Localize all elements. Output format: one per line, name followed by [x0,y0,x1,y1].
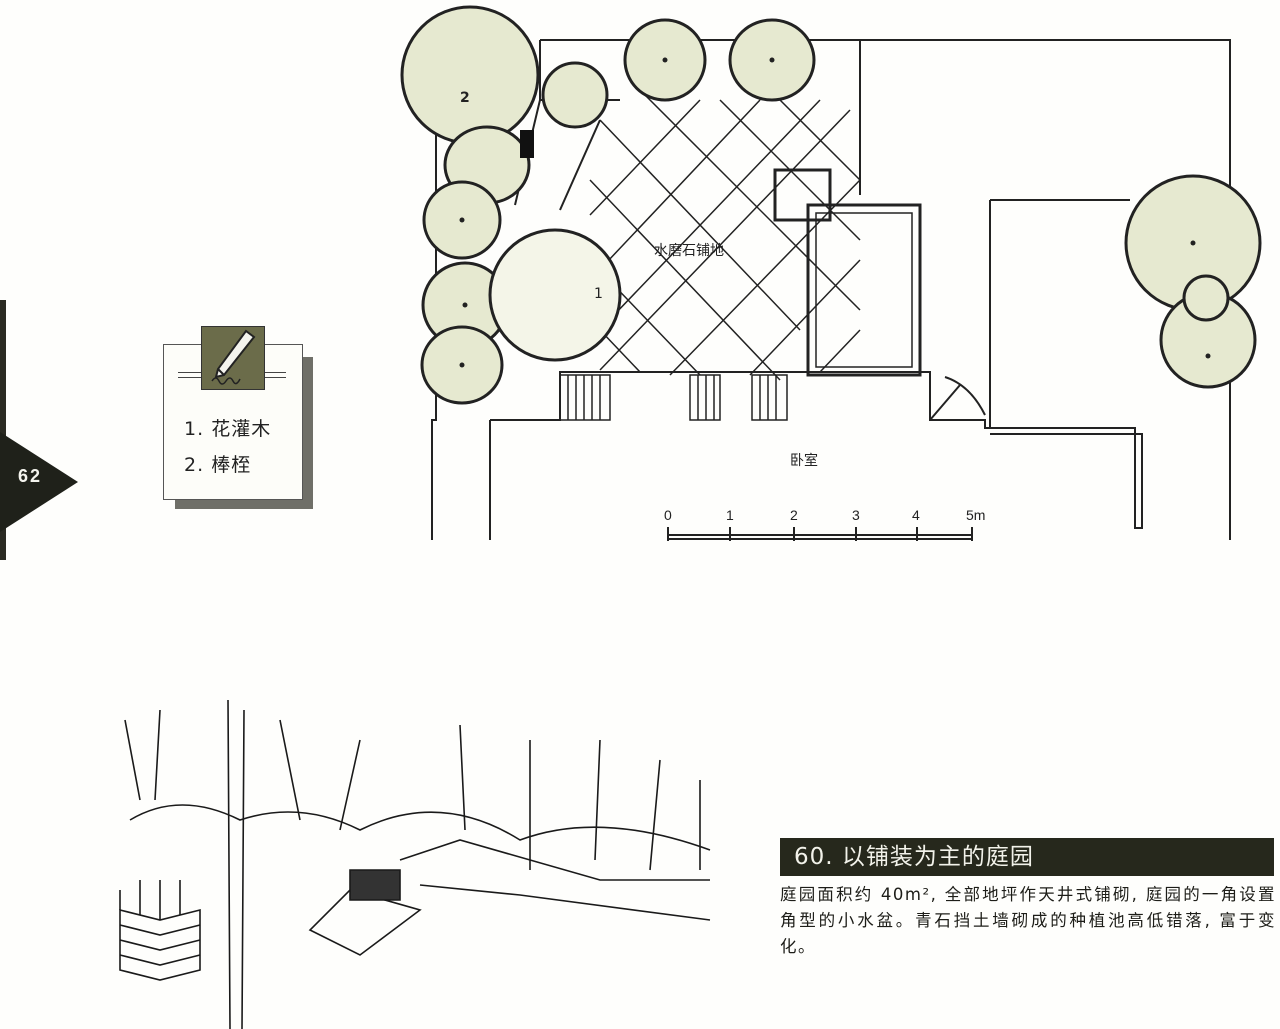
caption-body: 庭园面积约 40m², 全部地坪作天井式铺砌, 庭园的一角设置角型的小水盆。青石… [780,885,1276,956]
scale-tick-0: 0 [664,507,672,523]
page-number: 62 [18,466,43,486]
scale-tick-2: 2 [790,507,798,523]
tree-marker-2: 2 [460,90,470,106]
page-edge-strip [0,300,6,560]
scale-tick-5: 5m [966,507,986,523]
scale-tick-1: 1 [726,507,734,523]
garden-plan-drawing [400,5,1262,541]
tree-marker-1: 1 [594,286,603,302]
scale-tick-4: 4 [912,507,920,523]
page-number-tab [0,432,78,532]
pencil-icon [201,326,265,390]
room-label: 卧室 [790,453,818,469]
paving-label: 水磨石铺地 [654,243,724,259]
caption-title: 60. 以铺装为主的庭园 [780,838,1274,876]
legend-item-shrub: 1. 花灌木 [184,418,272,440]
garden-perspective-sketch [119,699,711,1029]
legend-item-tree: 2. 棒桎 [184,454,252,476]
scale-tick-3: 3 [852,507,860,523]
